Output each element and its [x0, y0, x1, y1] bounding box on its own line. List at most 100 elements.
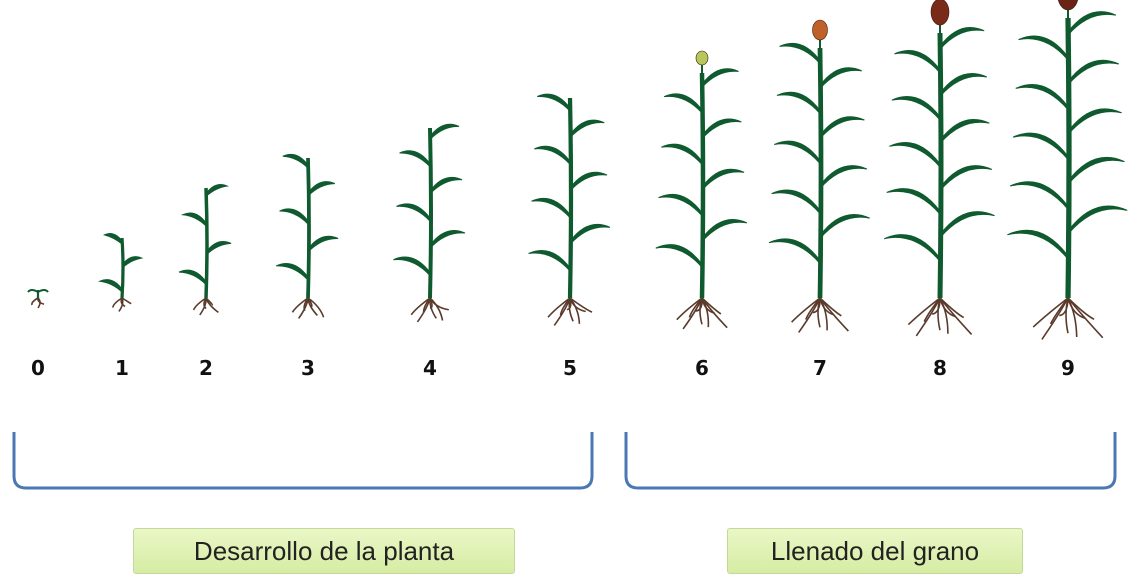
leaf	[701, 68, 739, 89]
leaf	[779, 42, 821, 65]
leaf	[1067, 157, 1125, 186]
leaf	[121, 256, 144, 270]
leaf	[396, 203, 431, 223]
stage-label-6: 6	[695, 356, 709, 380]
leaf	[768, 238, 821, 265]
phase-brackets	[12, 432, 1117, 490]
leaf	[883, 234, 941, 263]
stage-label-5: 5	[563, 356, 577, 380]
root	[205, 297, 219, 314]
leaf	[819, 214, 870, 240]
stem	[204, 187, 209, 299]
leaf	[939, 73, 988, 98]
leaf	[569, 119, 605, 139]
root	[31, 297, 39, 306]
root	[907, 297, 941, 326]
root	[303, 297, 309, 312]
root	[939, 297, 973, 335]
root	[547, 297, 571, 318]
leaf	[1009, 181, 1069, 211]
plant-stage-8	[883, 0, 995, 337]
plant-illustrations	[27, 0, 1128, 340]
root	[112, 297, 123, 308]
leaf	[774, 140, 821, 165]
leaf	[307, 235, 339, 254]
plant-stage-0	[27, 289, 49, 309]
root	[1065, 297, 1069, 334]
plant-stage-1	[98, 233, 144, 312]
leaf	[1007, 229, 1069, 261]
root	[120, 297, 126, 308]
root	[791, 297, 821, 323]
leaf	[1067, 11, 1117, 37]
root	[307, 297, 325, 318]
root	[1067, 297, 1104, 339]
leaf	[537, 93, 571, 113]
leaf	[819, 116, 865, 140]
stage-label-1: 1	[115, 356, 129, 380]
root	[410, 297, 431, 316]
root	[569, 297, 593, 313]
leaf	[939, 165, 993, 192]
leaf	[939, 27, 985, 51]
leaf	[205, 241, 232, 257]
leaf	[886, 188, 941, 216]
leaf	[282, 153, 309, 170]
leaf	[307, 181, 336, 198]
leaf	[894, 50, 941, 75]
root	[937, 297, 941, 331]
leaf	[1067, 205, 1128, 236]
root	[422, 297, 431, 314]
root	[805, 297, 821, 320]
root	[923, 297, 941, 323]
leaf	[429, 230, 466, 250]
panicle	[812, 19, 828, 41]
root	[203, 297, 207, 310]
root	[559, 297, 571, 316]
leaf	[569, 223, 611, 246]
root	[688, 297, 703, 318]
leaf	[429, 123, 460, 141]
leaf	[534, 145, 571, 166]
root	[291, 297, 309, 313]
plant-stage-9	[1007, 0, 1128, 340]
root	[37, 297, 45, 305]
plant-stage-5	[528, 93, 611, 326]
root	[429, 297, 437, 319]
root	[817, 297, 821, 328]
leaf	[661, 143, 703, 166]
stage-label-4: 4	[423, 356, 437, 380]
leaf	[819, 67, 862, 90]
plant-stage-2	[178, 183, 232, 316]
stage-label-3: 3	[301, 356, 315, 380]
root	[1032, 297, 1069, 328]
leaf	[889, 142, 941, 169]
stage-label-9: 9	[1061, 356, 1075, 380]
leaf	[279, 208, 309, 226]
root	[429, 297, 449, 311]
plant-stage-4	[393, 123, 466, 323]
stem	[428, 127, 433, 299]
stem	[937, 32, 944, 299]
stem	[817, 47, 824, 299]
stem	[567, 97, 574, 299]
stem	[1065, 17, 1072, 299]
panicle	[695, 50, 709, 66]
root	[1067, 297, 1086, 320]
stage-label-7: 7	[813, 356, 827, 380]
leaf	[701, 168, 745, 192]
leaf	[429, 176, 463, 196]
panicle	[1057, 0, 1079, 11]
root	[819, 297, 849, 332]
phase-label-development: Desarrollo de la planta	[133, 528, 515, 574]
plant-stage-6	[655, 50, 748, 330]
leaf	[180, 212, 207, 227]
leaf	[1012, 132, 1069, 161]
leaf	[655, 244, 703, 269]
leaf	[399, 150, 431, 168]
root	[699, 297, 703, 325]
leaf	[393, 256, 431, 277]
panicle	[930, 0, 950, 26]
leaf	[1015, 84, 1069, 112]
